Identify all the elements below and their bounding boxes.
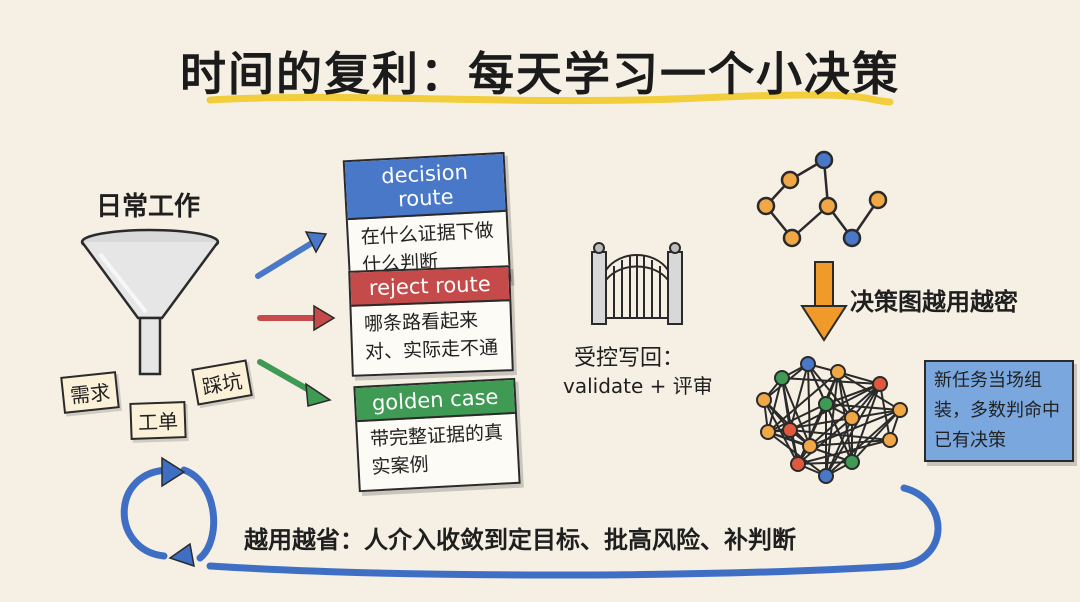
graph-edge	[851, 409, 901, 419]
card-heading: reject route	[350, 267, 510, 307]
gate-icon	[591, 242, 683, 325]
graph-edge	[797, 403, 827, 465]
graph-node	[756, 392, 772, 408]
graph-edge	[767, 417, 853, 433]
graph-node	[790, 456, 806, 472]
graph-edge	[809, 439, 891, 447]
loop-arrow-icon	[120, 466, 942, 579]
dense-graph-icon	[756, 356, 908, 484]
graph-edge	[767, 371, 839, 433]
new-task-box: 新任务当场组装，多数判命中已有决策	[924, 360, 1074, 462]
graph-node	[818, 468, 834, 484]
graph-edge	[767, 431, 827, 477]
graph-edge	[797, 439, 891, 465]
graph-growth-label: 决策图越用越密	[850, 288, 1018, 316]
arrow-to-reject-icon	[257, 304, 336, 332]
page-title: 时间的复利：每天学习一个小决策	[180, 47, 900, 101]
graph-node	[800, 356, 816, 372]
card-reject-route: reject route 哪条路看起来对、实际走不通	[348, 265, 514, 377]
graph-node	[872, 376, 888, 392]
graph-edge	[789, 429, 891, 441]
tag-requirement: 需求	[60, 371, 120, 414]
gate-label-line1: 受控写回：	[574, 346, 685, 371]
graph-edge	[767, 377, 783, 433]
graph-edge	[825, 383, 881, 405]
graph-edge	[781, 377, 881, 385]
graph-node	[818, 396, 834, 412]
graph-edge	[825, 371, 839, 477]
graph-edge	[837, 371, 901, 411]
card-golden-case: golden case 带完整证据的真实案例	[353, 377, 521, 493]
graph-node	[774, 370, 790, 386]
graph-node	[802, 438, 818, 454]
graph-node	[830, 364, 846, 380]
graph-edge	[781, 377, 811, 447]
title-underline	[206, 91, 894, 106]
card-text: 带完整证据的真实案例	[369, 421, 504, 479]
card-heading: decision route	[344, 153, 506, 221]
gate-label-line2: validate + 评审	[563, 374, 713, 398]
graph-edge	[825, 403, 853, 463]
graph-node	[782, 422, 798, 438]
graph-edge	[767, 403, 827, 433]
arrow-to-golden-icon	[257, 359, 332, 407]
card-text: 哪条路看起来对、实际走不通	[363, 309, 499, 364]
graph-edge	[807, 363, 811, 447]
graph-node	[760, 424, 776, 440]
down-arrow-icon	[800, 261, 848, 342]
sparse-graph-icon	[756, 150, 888, 248]
bottom-summary: 越用越省：人介入收敛到定目标、批高风险、补判断	[244, 526, 796, 554]
graph-node	[844, 454, 860, 470]
graph-edge	[825, 403, 901, 411]
graph-node	[882, 432, 898, 448]
graph-node	[844, 410, 860, 426]
funnel-icon	[80, 228, 220, 376]
loop-arrowhead-top	[161, 456, 186, 488]
tag-ticket: 工单	[129, 401, 187, 440]
graph-edge	[763, 399, 799, 465]
graph-node	[892, 402, 908, 418]
loop-arrowhead-bottom	[168, 542, 195, 568]
graph-edge	[789, 383, 881, 431]
arrow-to-decision-icon	[255, 231, 328, 279]
daily-work-label: 日常工作	[96, 192, 201, 222]
graph-edge	[851, 409, 901, 463]
graph-edge	[825, 417, 853, 477]
graph-edge	[797, 417, 853, 465]
graph-edge	[797, 461, 853, 465]
